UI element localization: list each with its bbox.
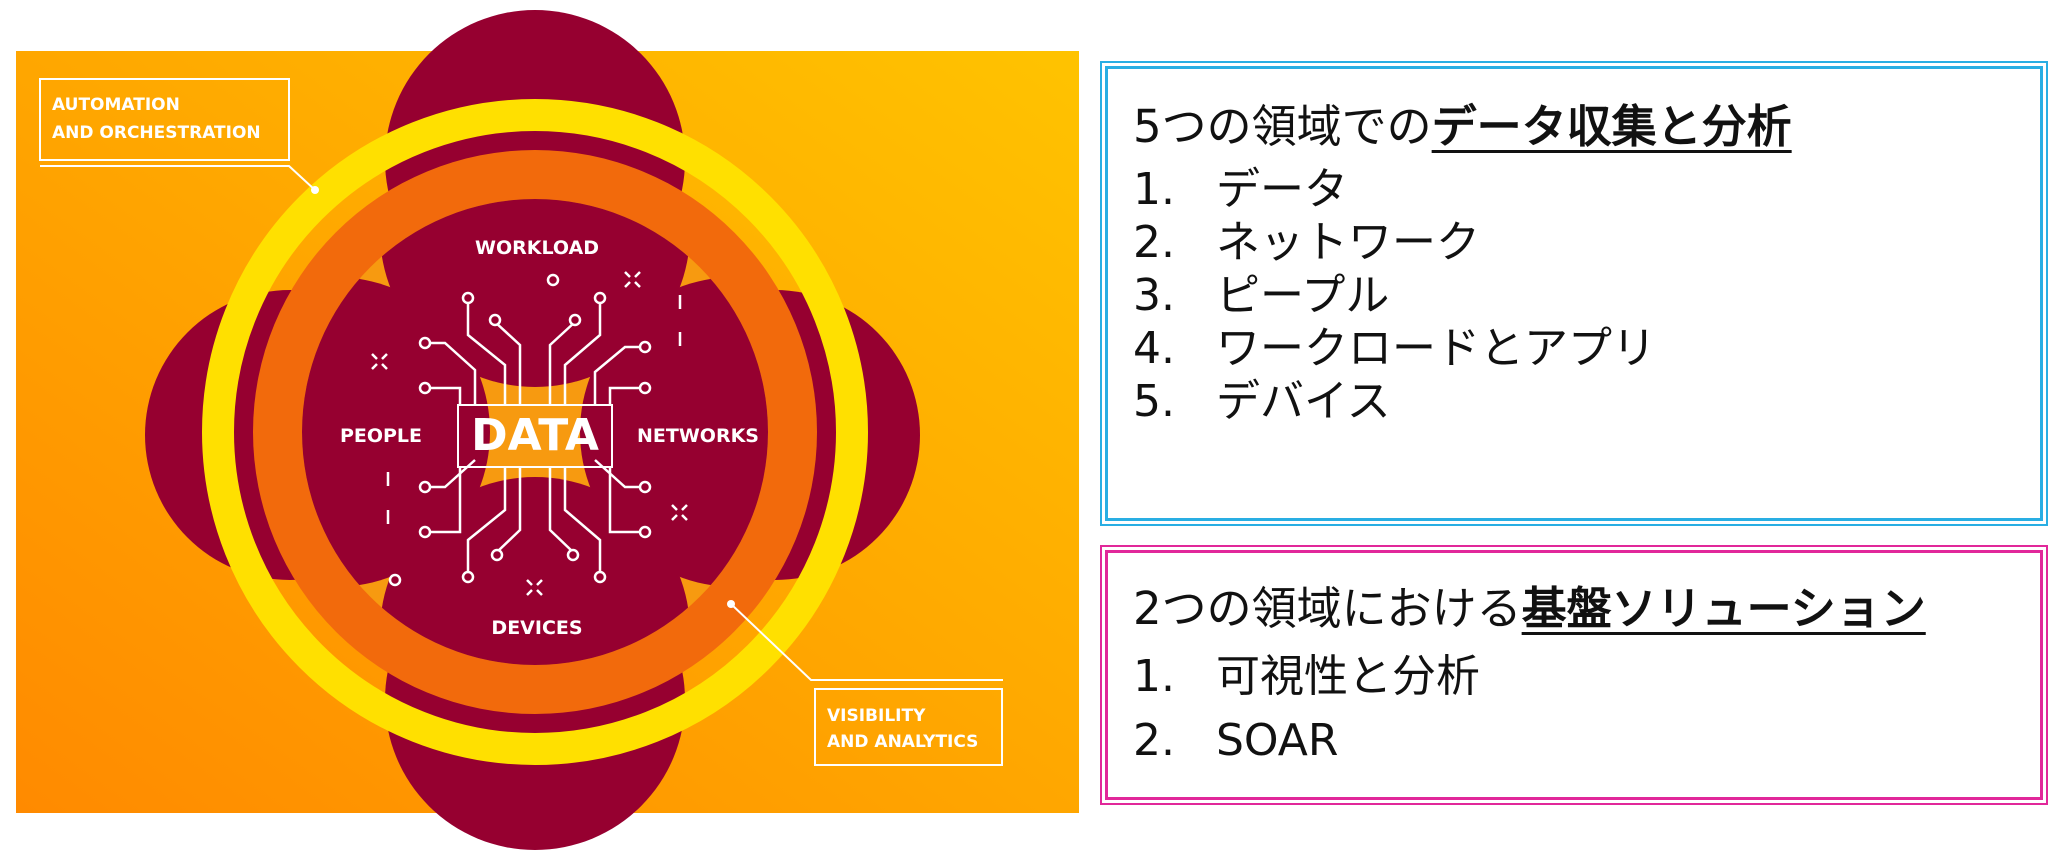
- domain-label-workload: WORKLOAD: [475, 237, 599, 259]
- list-number: 4.: [1133, 323, 1175, 374]
- list-text: デバイス: [1216, 376, 1391, 427]
- list-text: 可視性と分析: [1216, 651, 1480, 702]
- list-text: ワークロードとアプリ: [1216, 323, 1656, 374]
- callout-automation-line1: AUTOMATION: [52, 95, 180, 115]
- list-number: 1.: [1133, 651, 1175, 702]
- callout-visibility-dot: [727, 600, 735, 608]
- list-item: 2. ネットワーク: [1133, 216, 2040, 269]
- list-text: ピープル: [1216, 270, 1390, 321]
- list-number: 2.: [1133, 217, 1175, 268]
- circuit-lines: [425, 300, 645, 575]
- list-number: 2.: [1133, 715, 1175, 766]
- data-collection-list: 1. データ 2. ネットワーク 3. ピープル 4. ワークロードとアプリ 5. デバイ…: [1133, 163, 2040, 428]
- center-data-label: DATA: [471, 410, 599, 461]
- circuit-nodes: [388, 273, 652, 587]
- decor-sparks: [371, 271, 688, 596]
- data-collection-panel: 5つの領域でのデータ収集と分析 1. データ 2. ネットワーク 3. ピープル 4.…: [1100, 61, 2048, 526]
- foundation-solutions-panel: 2つの領域における基盤ソリューション 1. 可視性と分析 2. SOAR: [1100, 545, 2048, 805]
- heading-emphasis: 基盤ソリューション: [1521, 582, 1926, 635]
- domain-label-networks: NETWORKS: [637, 425, 759, 447]
- list-number: 1.: [1133, 164, 1175, 215]
- domain-label-devices: DEVICES: [491, 617, 582, 639]
- domain-label-people: PEOPLE: [340, 425, 422, 447]
- data-collection-heading: 5つの領域でのデータ収集と分析: [1133, 95, 2040, 159]
- heading-plain: 2つの領域における: [1133, 582, 1522, 635]
- domain-blobs-inner: [302, 199, 768, 665]
- foundation-solutions-heading: 2つの領域における基盤ソリューション: [1133, 577, 2040, 641]
- callout-visibility-box: [814, 688, 1003, 766]
- callout-visibility-line2: AND ANALYTICS: [827, 732, 978, 752]
- list-text: SOAR: [1216, 715, 1339, 766]
- list-number: 5.: [1133, 376, 1175, 427]
- callout-automation-dot: [311, 186, 319, 194]
- callout-automation-line2: AND ORCHESTRATION: [52, 123, 261, 143]
- list-item: 5. デバイス: [1133, 375, 2040, 428]
- heading-plain: 5つの領域での: [1133, 100, 1432, 153]
- list-number: 3.: [1133, 270, 1175, 321]
- foundation-solutions-list: 1. 可視性と分析 2. SOAR: [1133, 645, 2040, 773]
- callout-automation-box: [39, 78, 290, 161]
- callout-visibility-leader: [730, 603, 1003, 681]
- list-item: 4. ワークロードとアプリ: [1133, 322, 2040, 375]
- outer-ring: [202, 99, 868, 765]
- list-item: 3. ピープル: [1133, 269, 2040, 322]
- list-text: ネットワーク: [1216, 217, 1480, 268]
- callout-visibility-line1: VISIBILITY: [827, 706, 926, 726]
- data-box-outer: [457, 404, 613, 468]
- callout-automation-leader: [40, 165, 316, 191]
- list-text: データ: [1216, 164, 1348, 215]
- data-domains-diagram: DATA WORKLOAD PEOPLE NETWORKS DEVICES AU…: [16, 10, 1079, 850]
- list-item: 2. SOAR: [1133, 709, 2040, 773]
- list-item: 1. 可視性と分析: [1133, 645, 2040, 709]
- list-item: 1. データ: [1133, 163, 2040, 216]
- heading-emphasis: データ収集と分析: [1431, 100, 1792, 153]
